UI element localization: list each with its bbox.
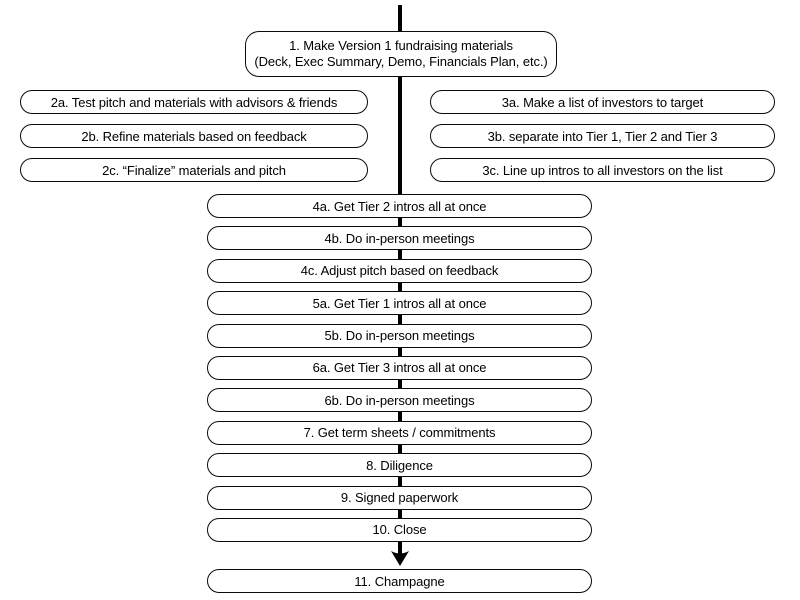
- node-4b: 4b. Do in-person meetings: [207, 226, 592, 251]
- node-1-line1: 1. Make Version 1 fundraising materials: [289, 37, 513, 53]
- node-2c: 2c. “Finalize” materials and pitch: [20, 158, 368, 182]
- node-1-line2: (Deck, Exec Summary, Demo, Financials Pl…: [254, 54, 548, 69]
- node-8: 8. Diligence: [207, 453, 592, 478]
- node-3c: 3c. Line up intros to all investors on t…: [430, 158, 775, 182]
- node-3b: 3b. separate into Tier 1, Tier 2 and Tie…: [430, 124, 775, 148]
- node-5a: 5a. Get Tier 1 intros all at once: [207, 291, 592, 316]
- main-sequence-column: 4a. Get Tier 2 intros all at once 4b. Do…: [207, 194, 592, 542]
- down-arrowhead-icon: [391, 551, 409, 566]
- node-2b: 2b. Refine materials based on feedback: [20, 124, 368, 148]
- node-5b: 5b. Do in-person meetings: [207, 323, 592, 348]
- node-2a: 2a. Test pitch and materials with adviso…: [20, 90, 368, 114]
- node-6b: 6b. Do in-person meetings: [207, 388, 592, 413]
- node-9: 9. Signed paperwork: [207, 485, 592, 510]
- node-4a: 4a. Get Tier 2 intros all at once: [207, 194, 592, 218]
- node-6a: 6a. Get Tier 3 intros all at once: [207, 355, 592, 380]
- node-11: 11. Champagne: [207, 569, 592, 593]
- node-3a: 3a. Make a list of investors to target: [430, 90, 775, 114]
- node-10: 10. Close: [207, 517, 592, 542]
- left-branch-column: 2a. Test pitch and materials with adviso…: [20, 90, 368, 182]
- node-4c: 4c. Adjust pitch based on feedback: [207, 258, 592, 283]
- right-branch-column: 3a. Make a list of investors to target 3…: [430, 90, 775, 182]
- node-7: 7. Get term sheets / commitments: [207, 420, 592, 445]
- node-1: 1. Make Version 1 fundraising materials …: [245, 31, 557, 77]
